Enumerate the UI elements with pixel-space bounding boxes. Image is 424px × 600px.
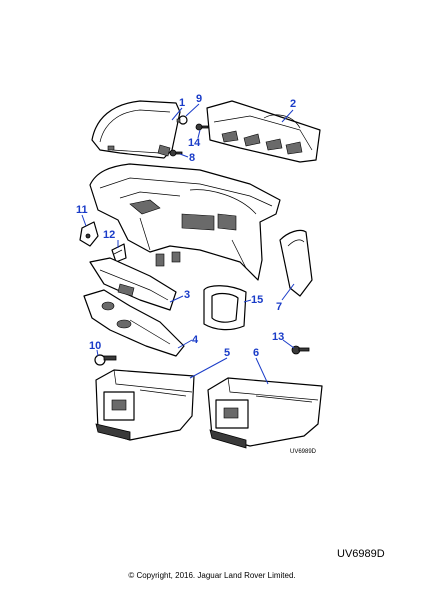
leader-9 bbox=[185, 103, 200, 117]
callout-4: 4 bbox=[192, 334, 199, 346]
screw-9 bbox=[176, 115, 188, 125]
leader-1 bbox=[171, 107, 183, 121]
bracket-11 bbox=[79, 221, 99, 247]
callout-15: 15 bbox=[251, 294, 263, 306]
leader-11 bbox=[81, 214, 87, 227]
reference-code: UV6989D bbox=[337, 548, 385, 560]
switch-panel bbox=[206, 100, 321, 163]
bolt-13 bbox=[291, 345, 310, 355]
dashboard-main bbox=[89, 163, 281, 281]
leader-15 bbox=[243, 299, 252, 303]
callouts: 1 2 3 4 5 6 7 8 9 10 11 12 13 14 15 bbox=[76, 93, 296, 359]
screw-14 bbox=[195, 123, 209, 131]
callout-3: 3 bbox=[184, 289, 190, 301]
leader-5 bbox=[189, 357, 228, 379]
clip-12 bbox=[111, 243, 127, 263]
callout-12: 12 bbox=[103, 229, 115, 241]
callout-7: 7 bbox=[276, 301, 282, 313]
leader-8 bbox=[179, 153, 189, 158]
leader-6 bbox=[255, 357, 269, 385]
callout-8: 8 bbox=[189, 152, 195, 164]
screw-8 bbox=[169, 149, 183, 157]
copyright-notice: © Copyright, 2016. Jaguar Land Rover Lim… bbox=[128, 571, 296, 580]
trim-panel-7 bbox=[279, 229, 313, 297]
leader-4 bbox=[177, 339, 193, 349]
bolt-10 bbox=[94, 354, 117, 366]
leader-13 bbox=[282, 339, 295, 349]
callout-5: 5 bbox=[224, 347, 230, 359]
inner-diagram-code: UV6989D bbox=[290, 449, 317, 455]
callout-14: 14 bbox=[188, 137, 201, 149]
callout-1: 1 bbox=[179, 97, 185, 109]
knee-panel-4 bbox=[83, 289, 185, 357]
instrument-cluster-housing bbox=[91, 100, 181, 159]
callout-13: 13 bbox=[272, 331, 284, 343]
leader-lines bbox=[81, 103, 295, 385]
leader-14 bbox=[197, 129, 201, 139]
callout-6: 6 bbox=[253, 347, 259, 359]
callout-10: 10 bbox=[89, 340, 101, 352]
callout-2: 2 bbox=[290, 98, 296, 110]
leader-7 bbox=[281, 283, 295, 301]
leader-3 bbox=[169, 295, 184, 303]
callout-11: 11 bbox=[76, 204, 88, 216]
glovebox-housing-6 bbox=[207, 377, 323, 449]
leader-2 bbox=[281, 109, 294, 123]
glovebox-housing-5 bbox=[95, 369, 195, 441]
callout-9: 9 bbox=[196, 93, 202, 105]
bezel-15 bbox=[203, 285, 247, 331]
leader-10 bbox=[96, 349, 99, 357]
